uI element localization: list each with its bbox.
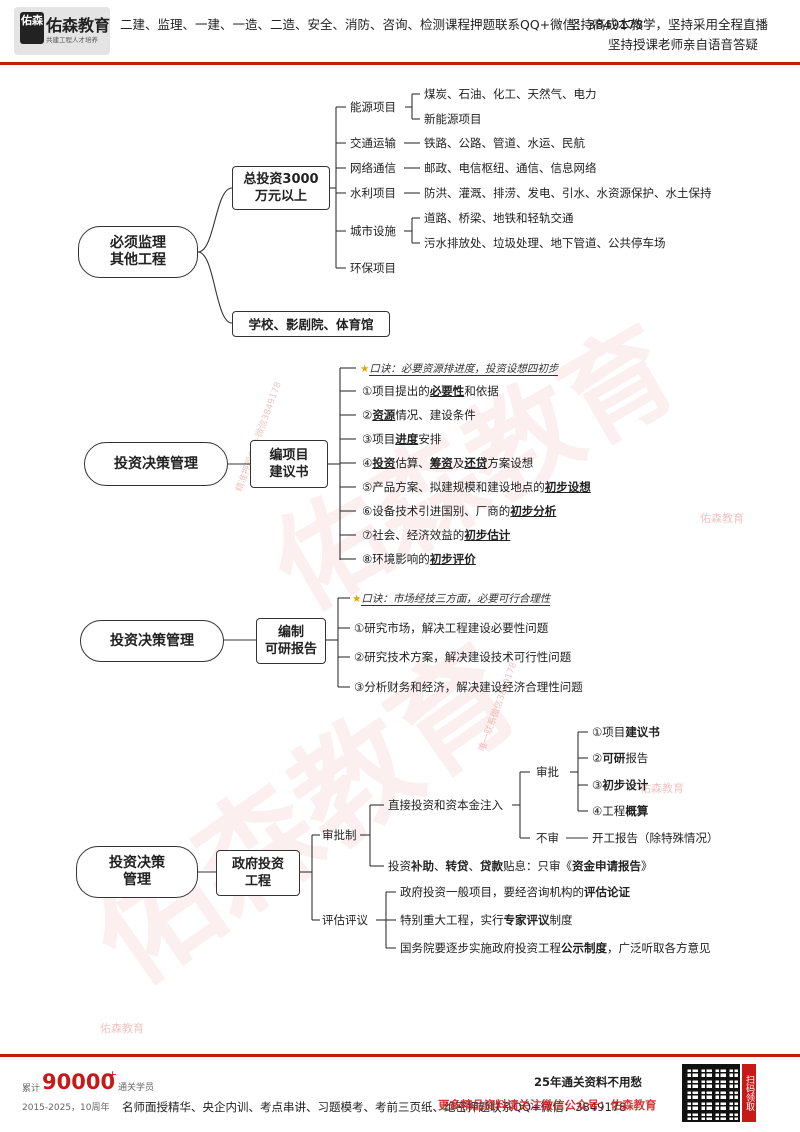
proposal-item-7: ⑦社会、经济效益的初步估计 xyxy=(362,528,511,542)
node-project-proposal: 编项目建议书 xyxy=(250,440,328,488)
star-icon: ★ xyxy=(352,593,362,605)
energy-item: 新能源项目 xyxy=(424,112,482,126)
city-item: 污水排放处、垃圾处理、地下管道、公共停车场 xyxy=(424,236,666,250)
category-water: 水利项目 xyxy=(350,186,396,200)
root-investment-decision-3: 投资决策管理 xyxy=(76,846,198,898)
approve-item-3: ③初步设计 xyxy=(592,778,649,792)
category-city: 城市设施 xyxy=(350,224,396,238)
proposal-item-1: ①项目提出的必要性和依据 xyxy=(362,384,499,398)
mnemonic-feasibility: ★口诀：市场经技三方面，必要可行合理性 xyxy=(352,593,551,606)
branch-school-theater: 学校、影剧院、体育馆 xyxy=(232,311,390,337)
footer-services: 名师面授精华、央企内训、考点串讲、习题模考、考前三页纸、绝密押题联系QQ+微信：… xyxy=(122,1100,627,1114)
qr-code xyxy=(682,1064,740,1122)
root-must-supervise: 必须监理其他工程 xyxy=(78,226,198,278)
root-investment-decision: 投资决策管理 xyxy=(84,442,228,486)
watermark-logo: 佑森教育 xyxy=(700,512,744,525)
star-icon: ★ xyxy=(360,363,370,375)
footer-red-slogan: 更多精品资料请关注微信公众号：佑森教育 xyxy=(438,1098,657,1112)
category-transport: 交通运输 xyxy=(350,136,396,150)
root-investment-decision-2: 投资决策管理 xyxy=(80,620,224,662)
direct-investment: 直接投资和资本金注入 xyxy=(388,798,503,812)
proposal-item-3: ③项目进度安排 xyxy=(362,432,442,446)
brand-subtitle: 共建工程人才培养 xyxy=(46,36,98,44)
transport-items: 铁路、公路、管道、水运、民航 xyxy=(424,136,585,150)
proposal-item-8: ⑧环境影响的初步评价 xyxy=(362,552,476,566)
approve-label: 审批 xyxy=(536,765,559,779)
header-divider xyxy=(0,62,800,65)
approve-item-1: ①项目建议书 xyxy=(592,725,660,739)
approve-item-4: ④工程概算 xyxy=(592,804,649,818)
approval-system: 审批制 xyxy=(322,828,357,842)
feasibility-item-3: ③分析财务和经济，解决建设经济合理性问题 xyxy=(354,680,583,694)
category-network: 网络通信 xyxy=(350,161,396,175)
subsidy-line: 投资补助、转贷、贷款贴息：只审《资金申请报告》 xyxy=(388,859,653,873)
proposal-item-5: ⑤产品方案、拟建规模和建设地点的初步设想 xyxy=(362,480,591,494)
no-approve-item: 开工报告（除特殊情况） xyxy=(592,831,719,845)
no-approve-label: 不审 xyxy=(536,831,559,845)
footer-count-prefix: 累计 xyxy=(22,1084,41,1094)
brand-name: 佑森教育 xyxy=(46,16,111,35)
footer-count-plus: + xyxy=(108,1068,118,1081)
header-motto-2: 坚持授课老师亲自语音答疑 xyxy=(608,37,759,52)
city-item: 道路、桥梁、地铁和轻轨交通 xyxy=(424,211,574,225)
footer-count-suffix: 通关学员 xyxy=(118,1083,155,1093)
eval-item-2: 特别重大工程，实行专家评议制度 xyxy=(400,913,573,927)
network-items: 邮政、电信枢纽、通信、信息网络 xyxy=(424,161,597,175)
proposal-item-4: ④投资估算、筹资及还贷方案设想 xyxy=(362,456,534,470)
proposal-item-2: ②资源情况、建设条件 xyxy=(362,408,476,422)
footer-count: 90000 xyxy=(42,1070,116,1094)
energy-item: 煤炭、石油、化工、天然气、电力 xyxy=(424,87,597,101)
evaluation-label: 评估评议 xyxy=(322,913,368,927)
mnemonic-proposal: ★口诀：必要资源排进度，投资设想四初步 xyxy=(360,363,559,376)
node-government-investment: 政府投资工程 xyxy=(216,850,300,896)
feasibility-item-2: ②研究技术方案，解决建设技术可行性问题 xyxy=(354,650,572,664)
proposal-item-6: ⑥设备技术引进国别、厂商的初步分析 xyxy=(362,504,557,518)
footer-tagline: 25年通关资料不用愁 xyxy=(534,1075,643,1089)
qr-tag: 扫码领取 xyxy=(742,1064,756,1122)
category-energy: 能源项目 xyxy=(350,100,396,114)
header-contact: 二建、监理、一建、一造、二造、安全、消防、咨询、检测课程押题联系QQ+微信：38… xyxy=(120,17,644,32)
watermark-logo: 佑森教育 xyxy=(100,1022,144,1035)
watermark-logo: 佑森教育 xyxy=(640,782,684,795)
header-motto-1: 坚持高成本教学，坚持采用全程直播 xyxy=(568,17,769,32)
footer-divider xyxy=(0,1054,800,1057)
approve-item-2: ②可研报告 xyxy=(592,751,649,765)
header-bar xyxy=(0,0,800,62)
eval-item-3: 国务院要逐步实施政府投资工程公示制度，广泛听取各方意见 xyxy=(400,941,711,955)
eval-item-1: 政府投资一般项目，要经咨询机构的评估论证 xyxy=(400,885,630,899)
category-environment: 环保项目 xyxy=(350,261,396,275)
logo-mark: 佑森 xyxy=(20,12,44,44)
feasibility-item-1: ①研究市场，解决工程建设必要性问题 xyxy=(354,621,549,635)
node-feasibility-report: 编制可研报告 xyxy=(256,618,326,664)
water-items: 防洪、灌溉、排涝、发电、引水、水资源保护、水土保持 xyxy=(424,186,712,200)
footer-years: 2015-2025，10周年 xyxy=(22,1103,110,1113)
